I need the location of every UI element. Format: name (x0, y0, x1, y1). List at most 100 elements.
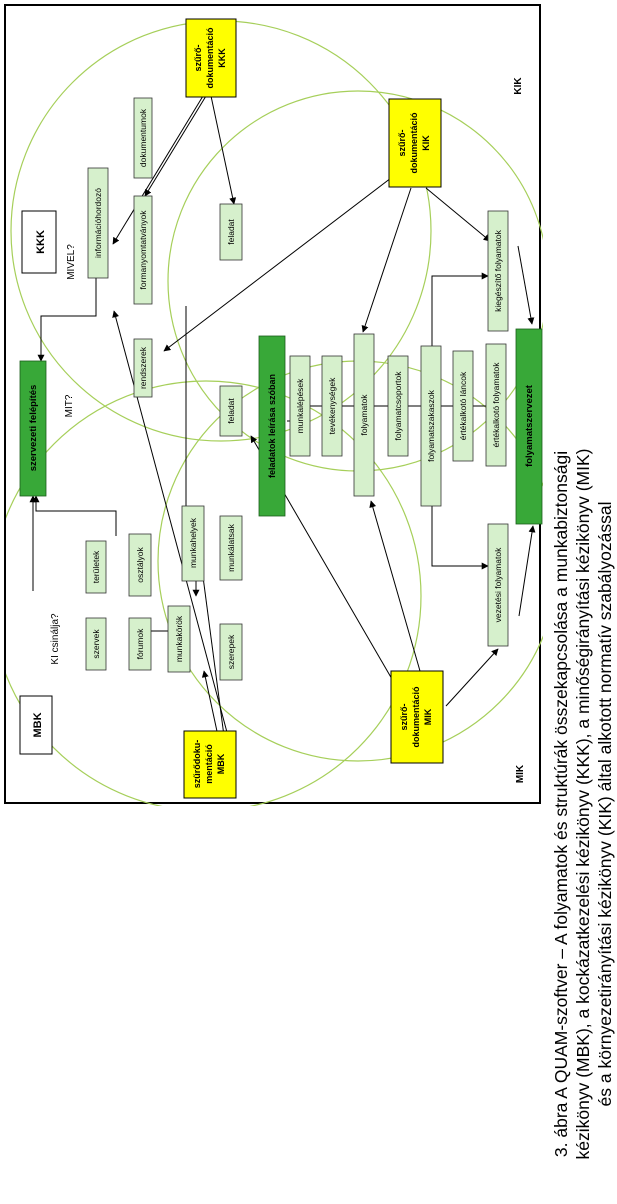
forumok-text: fórumok (135, 628, 145, 659)
kiegeszito-folyamatok-text: kiegészítő folyamatok (493, 229, 503, 311)
box-ertekalkoto-folyamatok: értékalkotó folyamatok (485, 343, 507, 467)
feladatok-leirasa-text: feladatok leírása szóban (267, 374, 277, 478)
box-szervezeti-felepites: szervezeti felépítés (19, 360, 47, 497)
arrow-szakaszok-to-kiegeszito (431, 272, 489, 346)
szervezeti-felepites-text: szervezeti felépítés (28, 385, 39, 472)
yellow-mik-line2: dokumentáció (411, 686, 421, 748)
arrow-mbk-to-munkakorok (201, 670, 219, 737)
yellow-box-kik: szűrő- dokumentáció KIK (388, 98, 442, 188)
arrow-kiegeszito-to-folyamatszervezet (517, 245, 535, 325)
arrow-kik-to-rendszerek (163, 177, 392, 352)
folyamatszakaszok-text: folyamatszakaszok (426, 389, 436, 462)
formanyomtatvanyok-text: formanyomtatványok (138, 210, 148, 290)
box-ertekalkoto-lancok: értékalkotó láncok (452, 350, 474, 462)
folyamatcsoportok-text: folyamatcsoportok (393, 371, 403, 441)
box-rendszerek: rendszerek (133, 338, 153, 398)
folyamatok-text: folyamatok (359, 394, 369, 436)
vezetesi-folyamatok-text: vezetési folyamatok (493, 547, 503, 622)
box-vezetesi-folyamatok: vezetési folyamatok (487, 523, 509, 647)
label-kkk-text: KKK (35, 230, 47, 254)
box-dokumentumok: dokumentumok (133, 97, 153, 179)
yellow-kik-line1: szűrő- (397, 129, 407, 156)
overlap-circles (6, 20, 543, 806)
box-munkaltasak: munkálatsak (219, 515, 243, 581)
box-feladat-mit: feladat (219, 385, 243, 437)
arrow-kik-to-folyamatok (361, 187, 412, 333)
box-munkakorok: munkakörök (167, 605, 191, 673)
circle-mbk (6, 380, 422, 806)
box-formanyomtatvanyok: formanyomtatványok (133, 195, 153, 305)
box-munkahelyek: munkahelyek (181, 505, 205, 582)
yellow-box-mik: szűrő- dokumentáció MIK (390, 670, 444, 764)
box-kiegeszito-folyamatok: kiegészítő folyamatok (487, 210, 509, 332)
circle-mik (157, 360, 543, 762)
box-szerepek: szerepek (219, 623, 243, 681)
arrow-osztalyok-to-szervezeti (32, 495, 117, 536)
folyamatszervezet-text: folyamatszervezet (524, 384, 535, 467)
feladat-mit-text: feladat (226, 398, 236, 424)
arrow-kkk-to-informaciohordozo (112, 95, 204, 245)
question-mit: MIT? (64, 394, 75, 417)
box-munkalepesek: munkalépések (289, 355, 311, 457)
box-tevekenysegek: tevékenységek (321, 355, 343, 457)
osztalyok-text: osztályok (135, 547, 145, 583)
box-folyamatok: folyamatok (353, 333, 375, 497)
yellow-mbk-line2: mentáció (204, 744, 214, 784)
box-folyamatszervezet: folyamatszervezet (515, 328, 543, 525)
yellow-mbk-line3: MBK (216, 753, 226, 774)
arrow-kik-to-kiegeszito (425, 187, 491, 242)
feladat-kkk-text: feladat (226, 219, 236, 245)
box-feladatok-leirasa: feladatok leírása szóban (258, 335, 286, 517)
yellow-mik-line1: szűrő- (399, 703, 409, 730)
arrow-kkk-to-formanyomtatvanyok (144, 95, 207, 197)
arrow-szakaszok-to-vezetesi (431, 506, 489, 570)
informaciohordozo-text: információhordozó (93, 188, 103, 258)
label-kkk: KKK (21, 210, 57, 274)
figure-caption: 3. ábra A QUAM-szoftver – A folyamatok é… (548, 0, 616, 1160)
yellow-kik-line2: dokumentáció (409, 112, 419, 174)
yellow-kkk-line2: dokumentáció (205, 27, 215, 89)
caption-line-3: és a környezetirányítási kézikönyv (KIK)… (595, 501, 615, 1107)
yellow-kik-line3: KIK (421, 135, 431, 151)
arrow-mik-to-vezetesi (445, 648, 499, 707)
ertekalkoto-folyamatok-text: értékalkotó folyamatok (491, 362, 501, 448)
box-informaciohordozo: információhordozó (87, 167, 109, 279)
box-osztalyok: osztályok (128, 533, 152, 597)
box-forumok: fórumok (128, 617, 152, 671)
munkalepesek-text: munkalépések (295, 378, 305, 434)
ertekalkoto-lancok-text: értékalkotó láncok (458, 371, 468, 440)
munkakorok-text: munkakörök (174, 615, 184, 662)
caption-line-1: 3. ábra A QUAM-szoftver – A folyamatok é… (551, 450, 571, 1158)
szerepek-text: szerepek (226, 634, 236, 669)
box-folyamatszakaszok: folyamatszakaszok (420, 345, 442, 507)
dokumentumok-text: dokumentumok (138, 108, 148, 167)
yellow-mbk-line1: szűrődoku- (192, 740, 202, 789)
box-szervek: szervek (85, 617, 107, 671)
munkahelyek-text: munkahelyek (188, 517, 198, 568)
munkaltasak-text: munkálatsak (226, 523, 236, 571)
caption-line-2: kézikönyv (MBK), a kockázatkezelési kézi… (573, 448, 593, 1160)
yellow-mik-line3: MIK (423, 708, 433, 725)
box-teruletek: területek (85, 540, 107, 594)
szervek-text: szervek (91, 629, 101, 659)
label-mbk-text: MBK (32, 712, 44, 737)
arrow-kkk-to-feladat (210, 95, 237, 205)
yellow-box-kkk: szűrő- dokumentáció KKK (185, 18, 237, 98)
yellow-kkk-line3: KKK (217, 48, 227, 68)
question-ki: KI csinálja? (50, 613, 61, 665)
label-mbk: MBK (19, 695, 53, 755)
yellow-box-mbk: szűrődoku- mentáció MBK (183, 730, 237, 799)
arrow-vezetesi-to-folyamatszervezet (518, 525, 536, 617)
label-mik: MIK (515, 764, 526, 783)
figure-frame: MBK KKK KIK MIK KI csinálja? MIT? MIVEL?… (4, 4, 543, 806)
yellow-kkk-line1: szűrő- (193, 44, 203, 71)
box-feladat-kkk: feladat (219, 203, 243, 261)
arrow-mik-to-folyamatok (369, 500, 421, 672)
tevekenysegek-text: tevékenységek (327, 377, 337, 434)
teruletek-text: területek (91, 550, 101, 583)
question-mivel: MIVEL? (66, 244, 77, 280)
rendszerek-text: rendszerek (138, 346, 148, 389)
arrow-mbk-to-informaciohordozo (112, 310, 229, 737)
arrow-info-to-szervezeti (37, 278, 97, 362)
label-kik: KIK (513, 77, 524, 95)
